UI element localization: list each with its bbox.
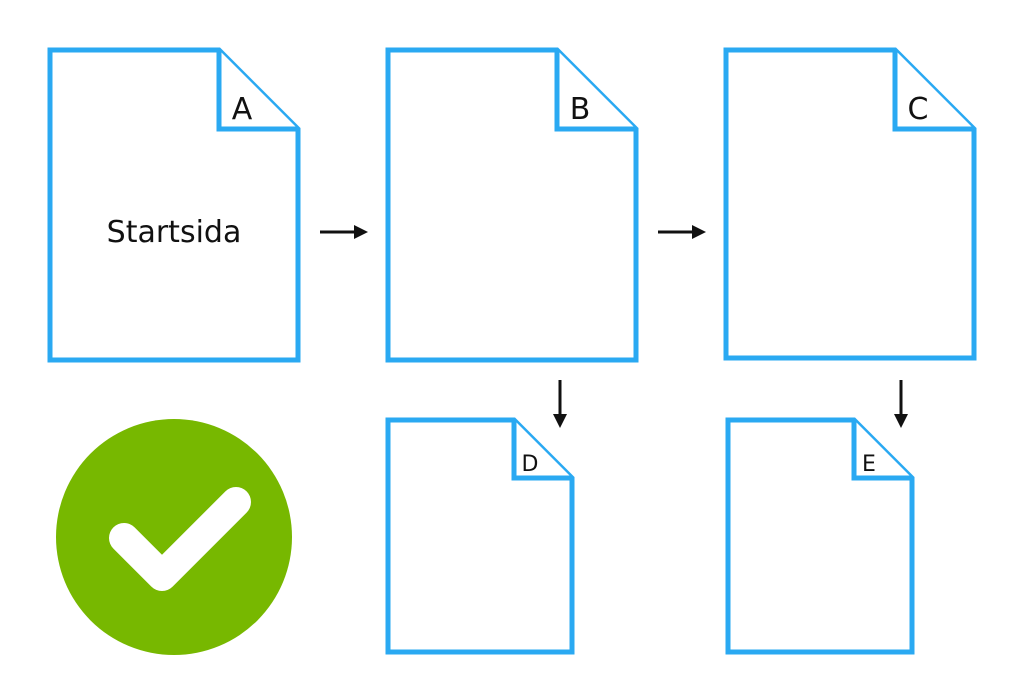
page-d-fold — [511, 420, 572, 481]
page-c-fold — [892, 50, 974, 132]
page-e: E — [725, 417, 915, 655]
page-e-fold — [851, 420, 912, 481]
page-e-letter: E — [862, 452, 876, 477]
page-a-letter: A — [232, 92, 253, 127]
check-mark-icon — [109, 487, 251, 591]
page-d-letter: D — [522, 452, 539, 477]
page-d: D — [385, 417, 575, 655]
check-circle-icon — [56, 419, 292, 655]
arrow-c-to-e — [894, 380, 908, 428]
page-b-fold — [554, 50, 636, 132]
page-a-fold — [216, 50, 298, 132]
page-b-letter: B — [570, 92, 591, 127]
page-c: C — [723, 47, 977, 361]
page-c-letter: C — [908, 92, 929, 127]
page-b: B — [385, 47, 639, 363]
page-a: A Startsida — [47, 47, 301, 363]
check-circle-background — [56, 419, 292, 655]
arrow-a-to-b — [320, 225, 368, 239]
page-a-label: Startsida — [107, 215, 242, 250]
arrow-b-to-d — [553, 380, 567, 428]
arrow-b-to-c — [658, 225, 706, 239]
